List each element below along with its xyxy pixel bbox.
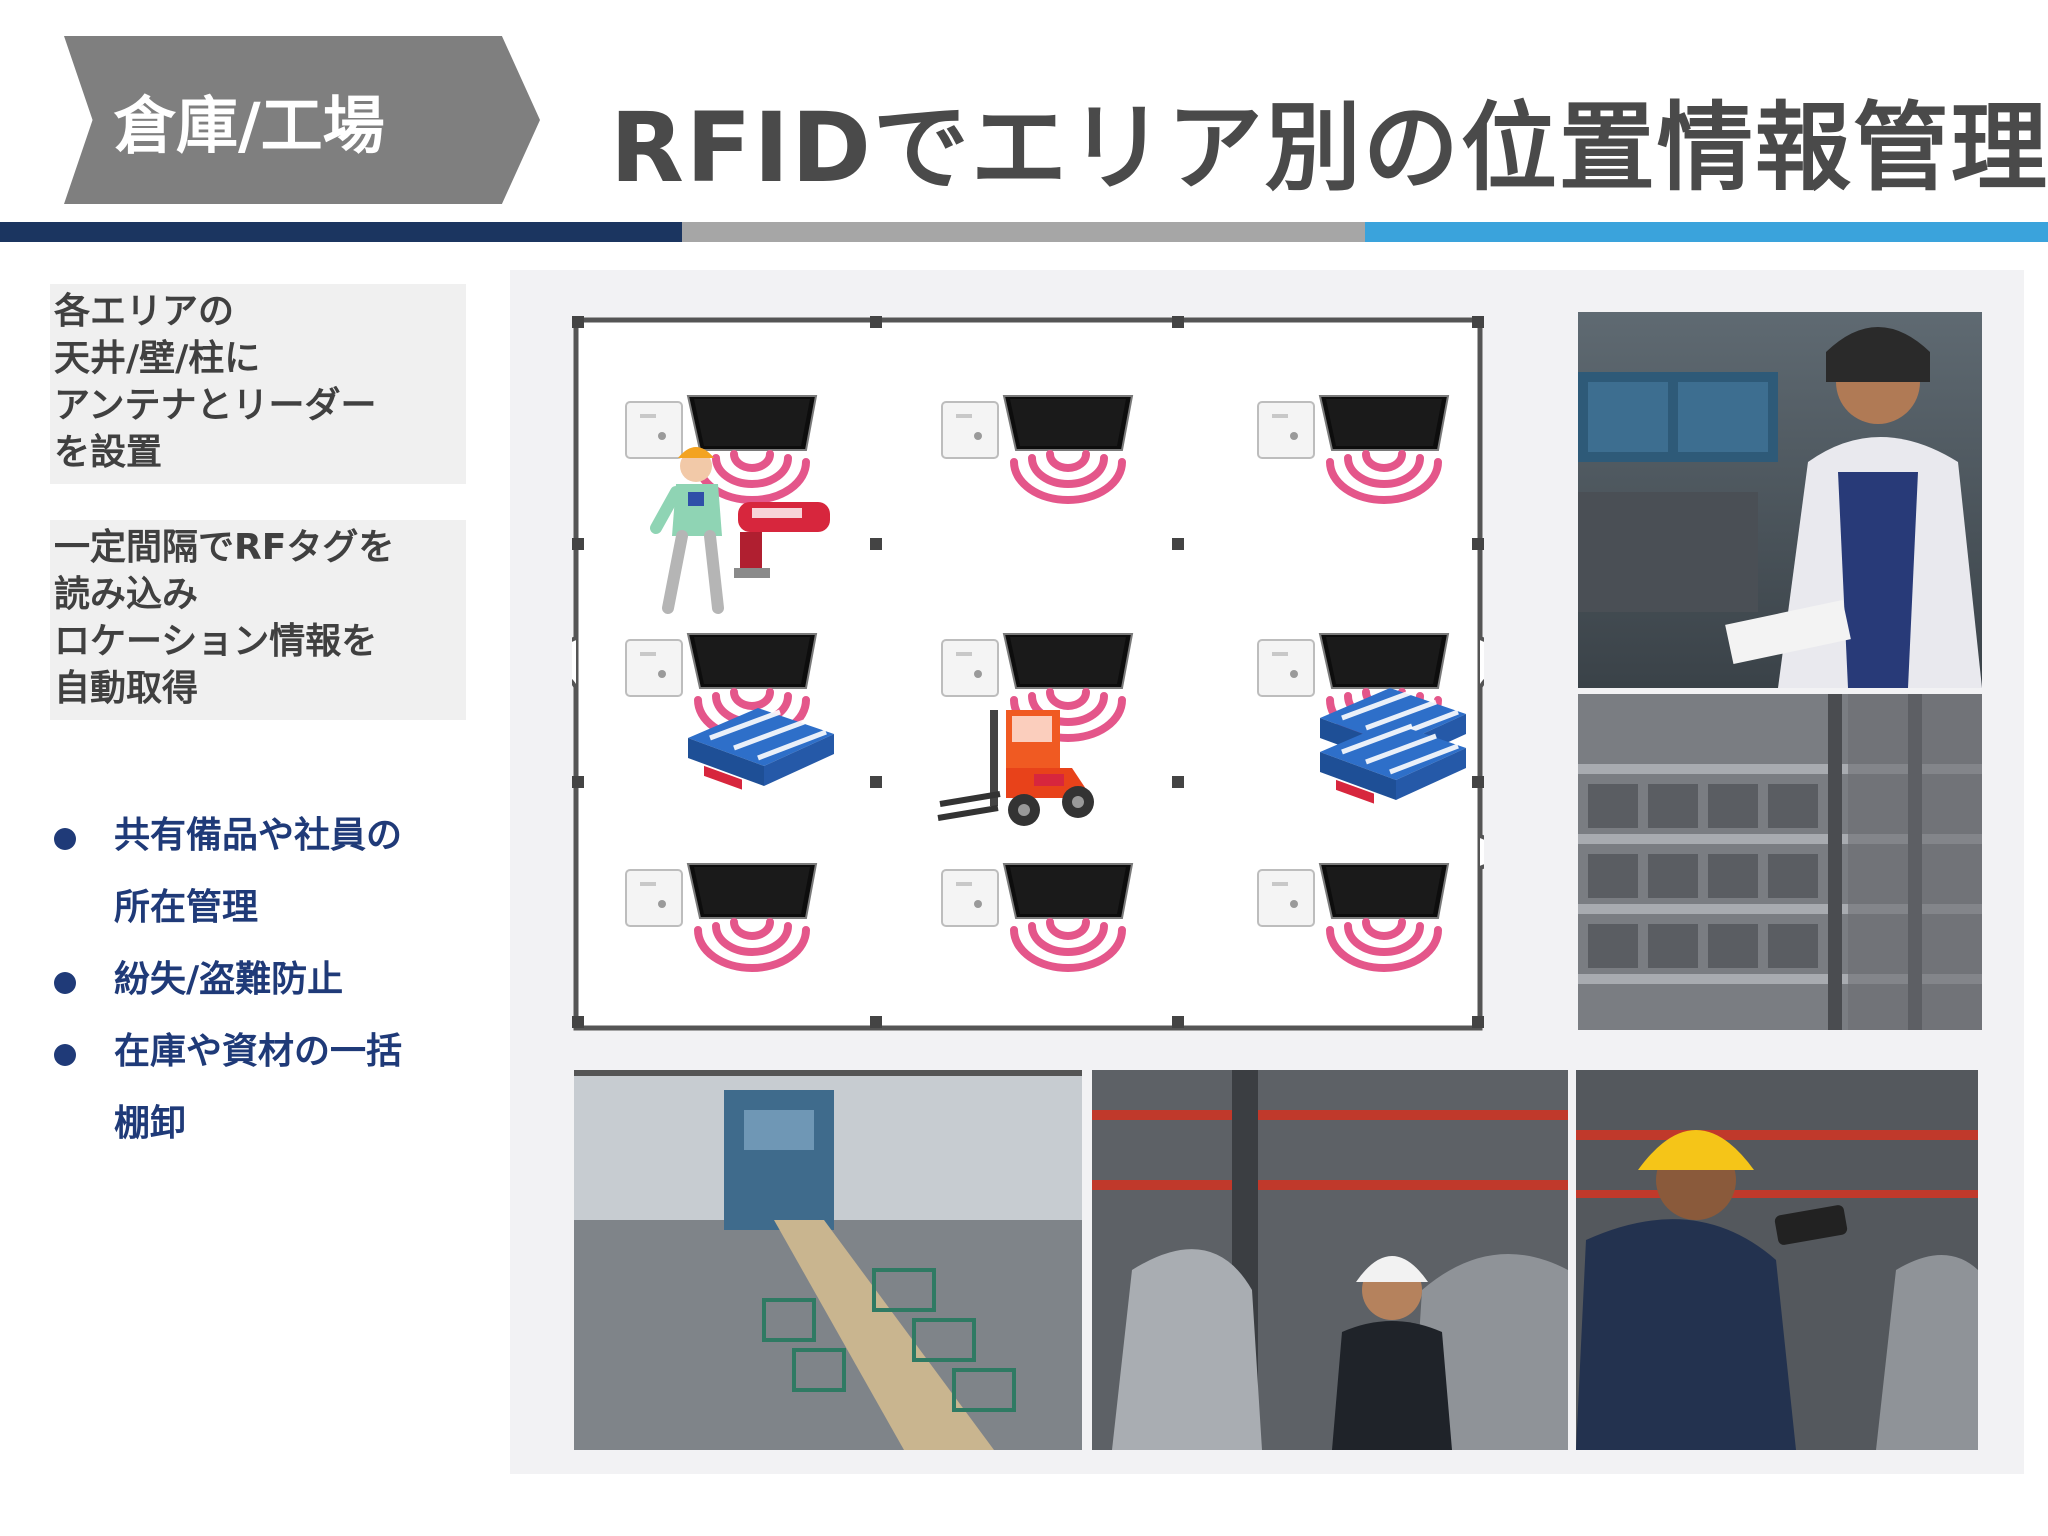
warehouse-shelving-photo (1578, 694, 1982, 1030)
info-line: 読み込み (54, 574, 199, 615)
info-box-read: 一定間隔でRFタグを 読み込み ロケーション情報を 自動取得 (50, 520, 466, 720)
benefit-item: 共有備品や社員の 所在管理 (50, 800, 470, 944)
info-line: ロケーション情報を (54, 621, 378, 662)
worker-with-handheld-reader-icon (650, 447, 830, 614)
category-tag: 倉庫/工場 (64, 36, 540, 204)
info-box-install: 各エリアの 天井/壁/柱に アンテナとリーダー を設置 (50, 284, 466, 484)
benefit-item: 紛失/盗難防止 (50, 944, 470, 1016)
benefit-text: 共有備品や社員の (114, 815, 403, 856)
factory-worker-tablet-photo (1576, 1070, 1978, 1450)
floor-plan-illustration (572, 316, 1484, 1031)
benefit-text: 紛失/盗難防止 (114, 959, 344, 1000)
benefit-item: 在庫や資材の一括 棚卸 (50, 1016, 470, 1160)
info-line: 各エリアの (54, 291, 235, 332)
header-rule (0, 222, 2048, 242)
benefit-text: 棚卸 (114, 1103, 187, 1144)
info-line: を設置 (54, 432, 163, 473)
info-line: 一定間隔でRFタグを (54, 527, 395, 568)
bullet-icon (50, 800, 114, 944)
category-label: 倉庫/工場 (114, 89, 385, 162)
bullet-icon (50, 944, 114, 1016)
factory-worker-helmet-photo (1092, 1070, 1568, 1450)
warehouse-worker-photo (1578, 312, 1982, 688)
info-line: 天井/壁/柱に (54, 338, 261, 379)
page-title: RFIDでエリア別の位置情報管理 (610, 92, 2048, 204)
benefit-list: 共有備品や社員の 所在管理 紛失/盗難防止 在庫や資材の一括 棚卸 (50, 800, 470, 1160)
factory-floor-photo (574, 1070, 1082, 1450)
info-line: アンテナとリーダー (54, 385, 377, 426)
benefit-text: 在庫や資材の一括 (114, 1031, 403, 1072)
info-line: 自動取得 (54, 668, 199, 709)
forklift-icon (937, 710, 1094, 826)
bullet-icon (50, 1016, 114, 1160)
benefit-text: 所在管理 (114, 887, 259, 928)
